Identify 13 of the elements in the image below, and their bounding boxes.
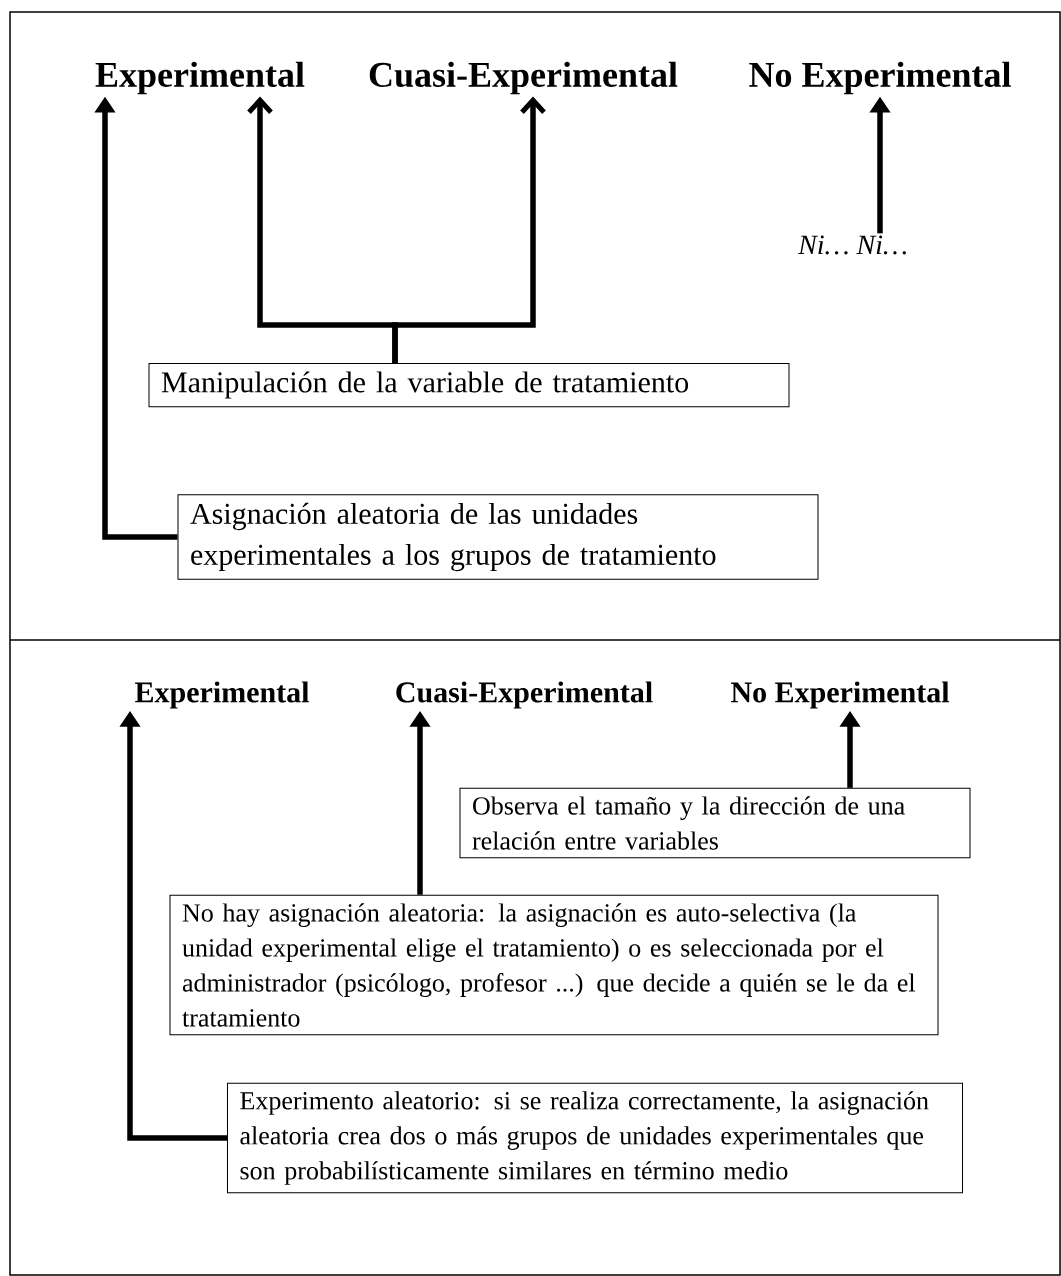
text-box: No hay asignación aleatoria: la asignación es auto-selectiva (la unidad experimental elige el tratamiento) o es seleccionada por el administrador (psicólogo, profesor ...) que decide a quién se le da el tratamiento	[169, 894, 939, 1036]
category-heading: Experimental	[95, 61, 305, 95]
category-heading: No Experimental	[731, 681, 950, 709]
text-box: Observa el tamaño y la dirección de una relación entre variables	[459, 787, 971, 859]
category-heading: Cuasi-Experimental	[396, 681, 653, 709]
note-text: Ni… Ni…	[797, 235, 906, 255]
text-box: Asignación aleatoria de las unidades experimentales a los grupos de tratamiento	[177, 494, 819, 580]
category-heading: Cuasi-Experimental	[369, 61, 678, 95]
category-heading: Experimental	[135, 681, 309, 709]
arrow	[392, 96, 546, 363]
text-box: Experimento aleatorio: si se realiza correctamente, la asignación aleatoria crea dos o más grupos de unidades experimentales que son probabilísticamente similares en término medio	[227, 1082, 963, 1194]
text-box: Manipulación de la variable de tratamiento	[148, 362, 790, 408]
category-heading: No Experimental	[749, 61, 1011, 95]
